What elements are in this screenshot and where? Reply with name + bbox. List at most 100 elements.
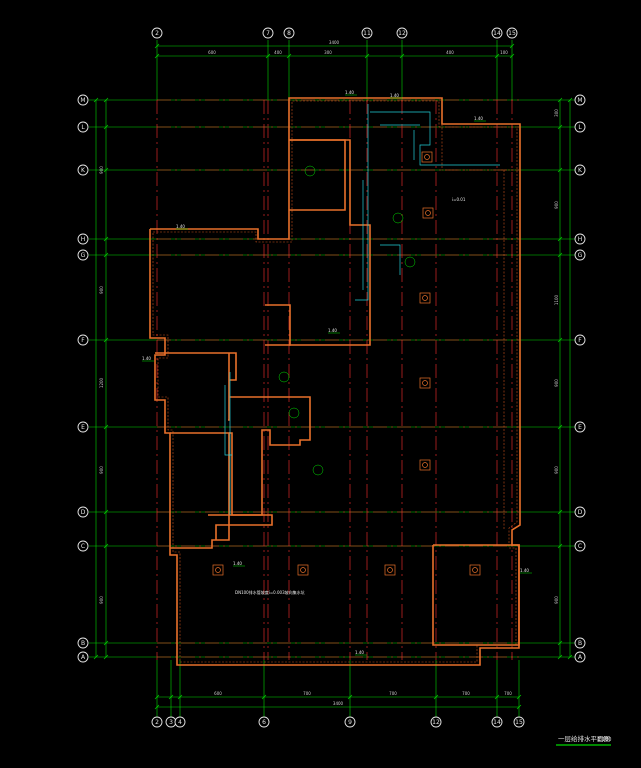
axis-label-bottom: 6 <box>262 719 266 726</box>
water-pipe <box>380 244 401 275</box>
axis-bubble-bottom <box>344 716 356 728</box>
dimension-text: 300 <box>554 109 559 117</box>
floor-drain <box>387 567 393 573</box>
dimension-tick <box>557 97 563 103</box>
dimension-tick <box>557 509 563 515</box>
axis-label-bottom: 3 <box>169 719 173 726</box>
dimension-tick <box>557 252 563 258</box>
dimension-tick <box>103 337 109 343</box>
axis-bubble-left <box>77 637 89 649</box>
axis-bubble-right <box>574 233 586 245</box>
axis-label-left: M <box>80 97 85 104</box>
interior-wall <box>289 139 371 346</box>
floor-drain <box>425 210 431 216</box>
dimension-tick <box>557 424 563 430</box>
floor-drain <box>422 295 428 301</box>
interior-wall <box>441 124 520 171</box>
dimension-text: 600 <box>208 50 216 55</box>
axis-label-top: 11 <box>363 30 371 37</box>
dimension-text: 1100 <box>554 294 559 305</box>
axis-label-right: B <box>578 640 582 647</box>
axis-label-top: 2 <box>155 30 159 37</box>
axis-label-left: E <box>81 424 85 431</box>
axis-bubble-right <box>574 637 586 649</box>
axis-bubble-left <box>77 540 89 552</box>
axis-label-bottom: 9 <box>348 719 352 726</box>
axis-label-right: K <box>578 167 583 174</box>
dimension-text: 100 <box>500 50 508 55</box>
floor-drain <box>472 567 478 573</box>
axis-label-left: A <box>81 654 86 661</box>
axis-bubble-right <box>574 334 586 346</box>
dimension-tick <box>154 694 160 700</box>
elevation-label: 1.40 <box>176 224 185 229</box>
axis-bubble-left <box>77 651 89 663</box>
dimension-tick <box>103 124 109 130</box>
dimension-tick <box>557 640 563 646</box>
dimension-tick <box>261 694 267 700</box>
dimension-text: 400 <box>446 50 454 55</box>
axis-bubble-left <box>77 506 89 518</box>
dimension-tick <box>286 53 292 59</box>
axis-bubble-top <box>283 27 295 39</box>
axis-bubble-bottom <box>513 716 525 728</box>
floor-drain <box>424 154 430 160</box>
dimension-text: 400 <box>274 50 282 55</box>
riser-tag <box>312 464 324 476</box>
axis-label-top: 14 <box>493 30 501 37</box>
dimension-tick <box>509 53 515 59</box>
dimension-tick <box>103 543 109 549</box>
dimension-tick <box>154 53 160 59</box>
dimension-tick <box>93 654 99 660</box>
axis-label-top: 7 <box>266 30 270 37</box>
exterior-wall <box>149 97 521 666</box>
dimension-text: 700 <box>462 691 470 696</box>
dimension-tick <box>433 694 439 700</box>
dimension-text: 3400 <box>329 40 340 45</box>
axis-label-bottom: 4 <box>178 719 182 726</box>
axis-label-right: H <box>578 236 583 243</box>
interior-wall <box>155 352 237 381</box>
axis-bubble-bottom <box>491 716 503 728</box>
axis-label-top: 15 <box>508 30 516 37</box>
floor-drain-box <box>419 377 431 389</box>
axis-label-right: F <box>578 337 582 344</box>
axis-label-right: D <box>578 509 583 516</box>
dimension-tick <box>494 53 500 59</box>
axis-bubble-left <box>77 94 89 106</box>
elevation-label: 1.40 <box>328 328 337 333</box>
interior-wall <box>208 514 273 540</box>
axis-bubble-right <box>574 506 586 518</box>
dimension-tick <box>494 694 500 700</box>
drawing-title-block: 一层给排水平面图 1:100 <box>556 734 611 746</box>
dimension-tick <box>557 654 563 660</box>
axis-bubble-left <box>77 121 89 133</box>
axis-bubble-top <box>491 27 503 39</box>
interior-wall <box>265 304 291 346</box>
water-pipe <box>370 111 500 166</box>
slope-note: i=0.01 <box>452 197 466 202</box>
axis-label-left: G <box>81 252 86 259</box>
axis-bubble-top <box>361 27 373 39</box>
dimension-tick <box>103 97 109 103</box>
axis-label-left: K <box>81 167 86 174</box>
wall-layer <box>149 97 521 666</box>
axis-label-bottom: 15 <box>515 719 523 726</box>
dimension-layer <box>89 40 575 717</box>
dimension-tick <box>265 53 271 59</box>
elevation-label: 1.40 <box>390 93 399 98</box>
floor-drain <box>215 567 221 573</box>
axis-bubble-top <box>506 27 518 39</box>
dimension-tick <box>103 167 109 173</box>
riser-tag <box>288 407 300 419</box>
floor-drain-box <box>419 459 431 471</box>
dimension-text: 900 <box>99 466 104 474</box>
axis-bubble-right <box>574 249 586 261</box>
dimension-tick <box>103 640 109 646</box>
axis-bubble-left <box>77 233 89 245</box>
axis-bubble-left <box>77 421 89 433</box>
dimension-text: 900 <box>99 286 104 294</box>
